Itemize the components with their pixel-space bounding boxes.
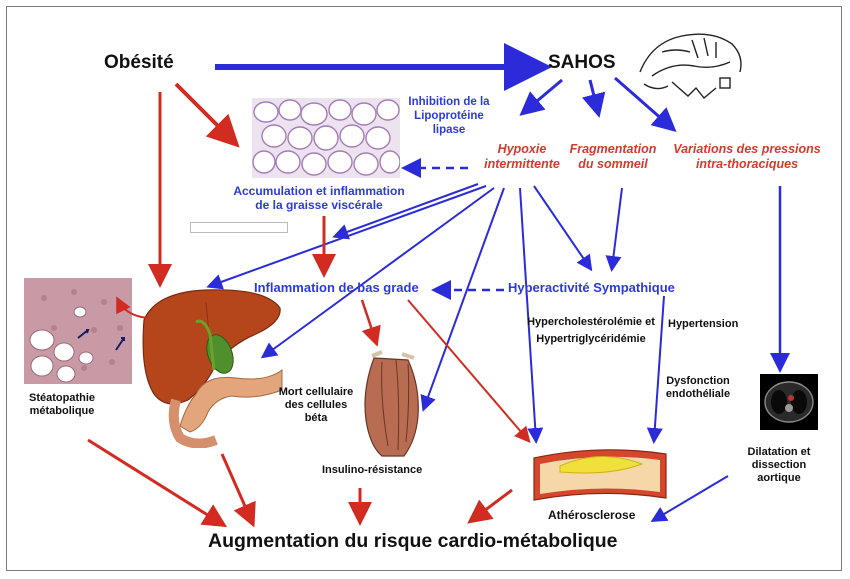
node-obesite: Obésité [104, 52, 174, 73]
arrow-steatopathie-augmentation [87, 438, 228, 528]
arrow-hypoxie-pancreas [260, 187, 495, 359]
arrow-hyperactivite-atherosclerose [646, 295, 665, 444]
node-augmentation: Augmentation du risque cardio-métaboliqu… [208, 530, 618, 552]
node-insulino: Insulino-résistance [322, 464, 423, 476]
arrow-dilatation-augmentation [650, 475, 729, 523]
arrow-hypoxie-hyperactivite [533, 185, 593, 272]
node-inhibition: Inhibition de la Lipoprotéine lipase [408, 96, 490, 136]
node-hypertension: Hypertension [668, 318, 739, 330]
arrow-atherosclerose-augmentation [467, 488, 513, 524]
node-dilatation: Dilatation et dissection aortique [747, 446, 811, 485]
liver-pancreas-illustration [142, 289, 283, 448]
arrow-liver-micrograph [116, 296, 149, 319]
arrow-inflammation-atherosclerose [407, 299, 531, 444]
node-mort: Mort cellulaire des cellules béta [278, 386, 354, 425]
arrow-hypoxie-atherosclerose [519, 187, 544, 444]
node-hypoxie: Hypoxie intermittente [484, 142, 560, 171]
arrow-hypoxie-muscle [420, 187, 505, 412]
node-inflammation: Inflammation de bas grade [254, 280, 419, 295]
liver-steatosis-micrograph [24, 278, 132, 384]
node-hyperactivite: Hyperactivité Sympathique [508, 280, 675, 295]
artery-plaque-illustration [533, 449, 667, 501]
node-variations: Variations des pressions intra-thoraciqu… [673, 142, 821, 171]
diagram-frame [6, 6, 842, 571]
arrow-sahos-variations [614, 76, 677, 132]
arrow-sahos-hypoxie [519, 78, 563, 116]
arrow-liver-augmentation [220, 453, 256, 528]
arrow-obesite-accumulation [174, 82, 240, 148]
arrow-hypoxie-inflammation-a [332, 183, 479, 240]
node-sahos: SAHOS [548, 52, 616, 73]
sleep-apnea-sketch-icon [639, 33, 742, 99]
node-fragmentation: Fragmentation du sommeil [569, 142, 657, 171]
arrow-fragmentation-hyperactivite [605, 187, 623, 272]
arrow-sahos-fragmentation [581, 79, 606, 118]
node-dysfonction: Dysfonction endothéliale [665, 375, 731, 401]
node-atherosclerose: Athérosclerose [548, 508, 636, 522]
node-steatopathie: Stéatopathie métabolique [28, 392, 95, 418]
muscle-illustration [364, 350, 419, 457]
node-hyperchol: Hypercholestérolémie et Hypertriglycérid… [527, 316, 655, 346]
arrow-inflammation-muscle [360, 299, 381, 347]
node-accumulation: Accumulation et inflammation de la grais… [233, 184, 405, 213]
arrow-hypoxie-liver [206, 185, 487, 290]
caption-box [190, 222, 288, 233]
adipose-tissue-micrograph [252, 98, 400, 178]
thoracic-ct-scan [760, 374, 818, 430]
